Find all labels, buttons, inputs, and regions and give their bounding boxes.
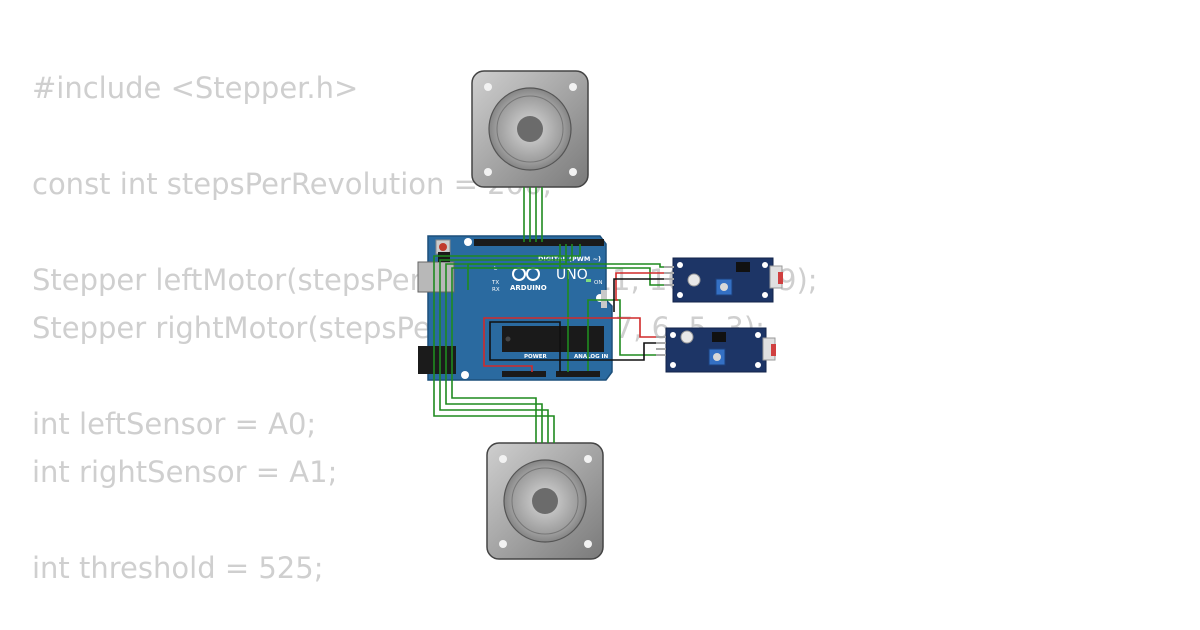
usb-connector (417, 261, 455, 293)
analog-in-label: ANALOG IN (574, 354, 609, 360)
sensor-hole (762, 262, 768, 268)
wire-sensor-bottom-vcc (483, 317, 656, 372)
mount-hole (484, 83, 492, 91)
arduino-uno-board[interactable]: DIGITAL (PWM ~) UNO ARDUINO TX RX L ON P… (417, 235, 613, 381)
reset-button-cap (439, 243, 447, 251)
ldr-element (778, 272, 783, 284)
code-line-right-sensor: int rightSensor = A1; (32, 455, 338, 489)
sensor-pin (656, 336, 666, 338)
atmega-chip (502, 326, 604, 352)
sensor-hole (677, 262, 683, 268)
sensor-hole (670, 332, 676, 338)
sensor-pin (656, 342, 666, 344)
comparator-chip (712, 332, 726, 342)
sensor-hole (762, 292, 768, 298)
sensor-pin (664, 278, 674, 280)
mount-hole (499, 540, 507, 548)
code-line-threshold: int threshold = 525; (32, 551, 324, 585)
mount-hole (584, 455, 592, 463)
mount-hole (569, 83, 577, 91)
sensor-hole (670, 362, 676, 368)
chip-notch (505, 336, 511, 342)
uno-label: UNO (556, 267, 588, 283)
on-label: ON (594, 280, 602, 286)
arduino-brand-label: ARDUINO (510, 284, 547, 292)
wire-sensor-top-gnd (613, 278, 664, 312)
code-line-steps-const: const int stepsPerRevolution = 200; (32, 167, 553, 201)
side-pins (601, 290, 607, 308)
comparator-chip (736, 262, 750, 272)
sensor-pin (656, 354, 666, 356)
potentiometer-knob (720, 283, 728, 291)
ldr-sensor-module-bottom[interactable] (656, 327, 776, 373)
rx-label: RX (492, 287, 500, 293)
wire-bottom-motor-4 (433, 244, 581, 443)
wires (433, 187, 664, 443)
sensor-pin (656, 348, 666, 350)
led-indicator (680, 330, 694, 344)
sensor-hole (677, 292, 683, 298)
mount-hole (499, 455, 507, 463)
code-line-include: #include <Stepper.h> (32, 71, 359, 105)
wire-sensor-bottom-gnd (489, 321, 656, 372)
analog-header (556, 371, 600, 377)
sensor-pin (664, 266, 674, 268)
digital-label: DIGITAL (PWM ~) (538, 255, 601, 263)
digital-header (474, 239, 604, 246)
motor-shaft (517, 116, 543, 142)
ldr-sensor-module-top[interactable] (664, 257, 783, 303)
motor-ring (511, 467, 579, 535)
power-label: POWER (524, 354, 548, 360)
power-jack (418, 346, 456, 374)
wire-sensor-top-vcc (615, 272, 664, 301)
board-hole (461, 371, 469, 379)
motor-ring (496, 95, 564, 163)
wire-sensor-top-aux (467, 263, 664, 290)
l-label: L (494, 266, 498, 272)
mount-hole (484, 168, 492, 176)
power-header (502, 371, 546, 377)
code-line-left-sensor: int leftSensor = A0; (32, 407, 317, 441)
sensor-pin (664, 272, 674, 274)
wire-sensor-top-signal (470, 267, 664, 286)
motor-shaft (532, 488, 558, 514)
sensor-hole (755, 332, 761, 338)
sensor-pin (664, 284, 674, 286)
ldr-element (771, 344, 776, 356)
mount-hole (584, 540, 592, 548)
stepper-motor-top[interactable] (471, 70, 589, 188)
board-hole (464, 238, 472, 246)
icsp-header (438, 252, 450, 262)
on-led (586, 279, 591, 282)
led-indicator (687, 273, 701, 287)
mount-hole (569, 168, 577, 176)
potentiometer-knob (713, 353, 721, 361)
tx-label: TX (491, 280, 499, 286)
wire-sensor-bottom-signal (587, 299, 656, 371)
sensor-hole (755, 362, 761, 368)
stepper-motor-bottom[interactable] (486, 442, 604, 560)
